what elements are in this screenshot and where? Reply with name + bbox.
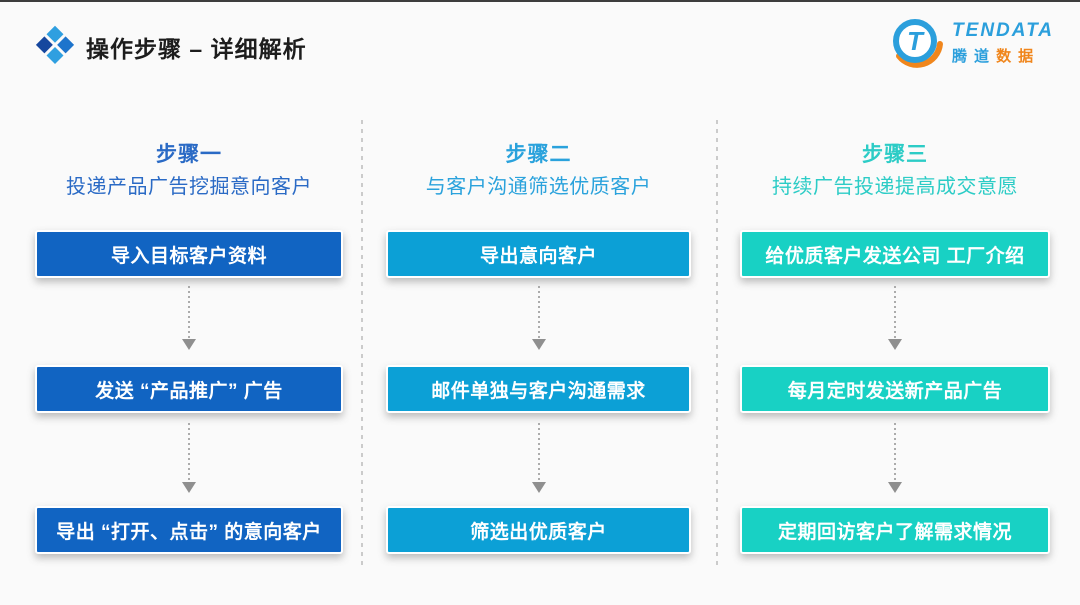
slide-top-border — [0, 0, 1080, 2]
flow-box: 给优质客户发送公司 工厂介绍 — [740, 230, 1050, 278]
step-subtitle: 与客户沟通筛选优质客户 — [425, 176, 652, 198]
step-column-1: 步骤一 投递产品广告挖掘意向客户 导入目标客户资料 发送 “产品推广” 广告 导… — [35, 0, 343, 605]
flow-box: 每月定时发送新产品广告 — [740, 365, 1050, 413]
step-subtitle: 持续广告投递提高成交意愿 — [772, 176, 1018, 198]
flow-box: 邮件单独与客户沟通需求 — [386, 365, 691, 413]
logo-name-en: TENDATA — [952, 20, 1054, 41]
flow-box: 导出 “打开、点击” 的意向客户 — [35, 506, 343, 554]
slide-header: 操作步骤 – 详细解析 — [35, 25, 307, 64]
logo-name-cn: 腾道数据 — [952, 48, 1041, 65]
tendata-logo: T TENDATA 腾道数据 — [890, 16, 1054, 70]
flow-box: 筛选出优质客户 — [386, 506, 691, 554]
step-label: 步骤三 — [862, 143, 928, 166]
flow-box: 导出意向客户 — [386, 230, 691, 278]
column-divider — [716, 120, 718, 568]
column-divider — [361, 120, 363, 568]
step-column-2: 步骤二 与客户沟通筛选优质客户 导出意向客户 邮件单独与客户沟通需求 筛选出优质… — [386, 0, 691, 605]
arrow-down-icon — [386, 286, 691, 350]
tendata-logo-icon: T — [893, 19, 944, 68]
arrow-down-icon — [386, 423, 691, 493]
arrow-down-icon — [740, 423, 1050, 493]
step-label: 步骤一 — [156, 143, 222, 166]
step-label: 步骤二 — [505, 143, 572, 166]
flow-box: 定期回访客户了解需求情况 — [740, 506, 1050, 554]
arrow-down-icon — [35, 286, 343, 350]
flow-box: 发送 “产品推广” 广告 — [35, 365, 343, 413]
step-subtitle: 投递产品广告挖掘意向客户 — [66, 176, 312, 198]
flow-box: 导入目标客户资料 — [35, 230, 343, 278]
arrow-down-icon — [35, 423, 343, 493]
arrow-down-icon — [740, 286, 1050, 350]
logo-text: TENDATA 腾道数据 — [952, 20, 1054, 66]
logo-monogram: T — [907, 26, 925, 56]
step-column-3: 步骤三 持续广告投递提高成交意愿 给优质客户发送公司 工厂介绍 每月定时发送新产… — [740, 0, 1050, 605]
page-title: 操作步骤 – 详细解析 — [86, 36, 307, 62]
